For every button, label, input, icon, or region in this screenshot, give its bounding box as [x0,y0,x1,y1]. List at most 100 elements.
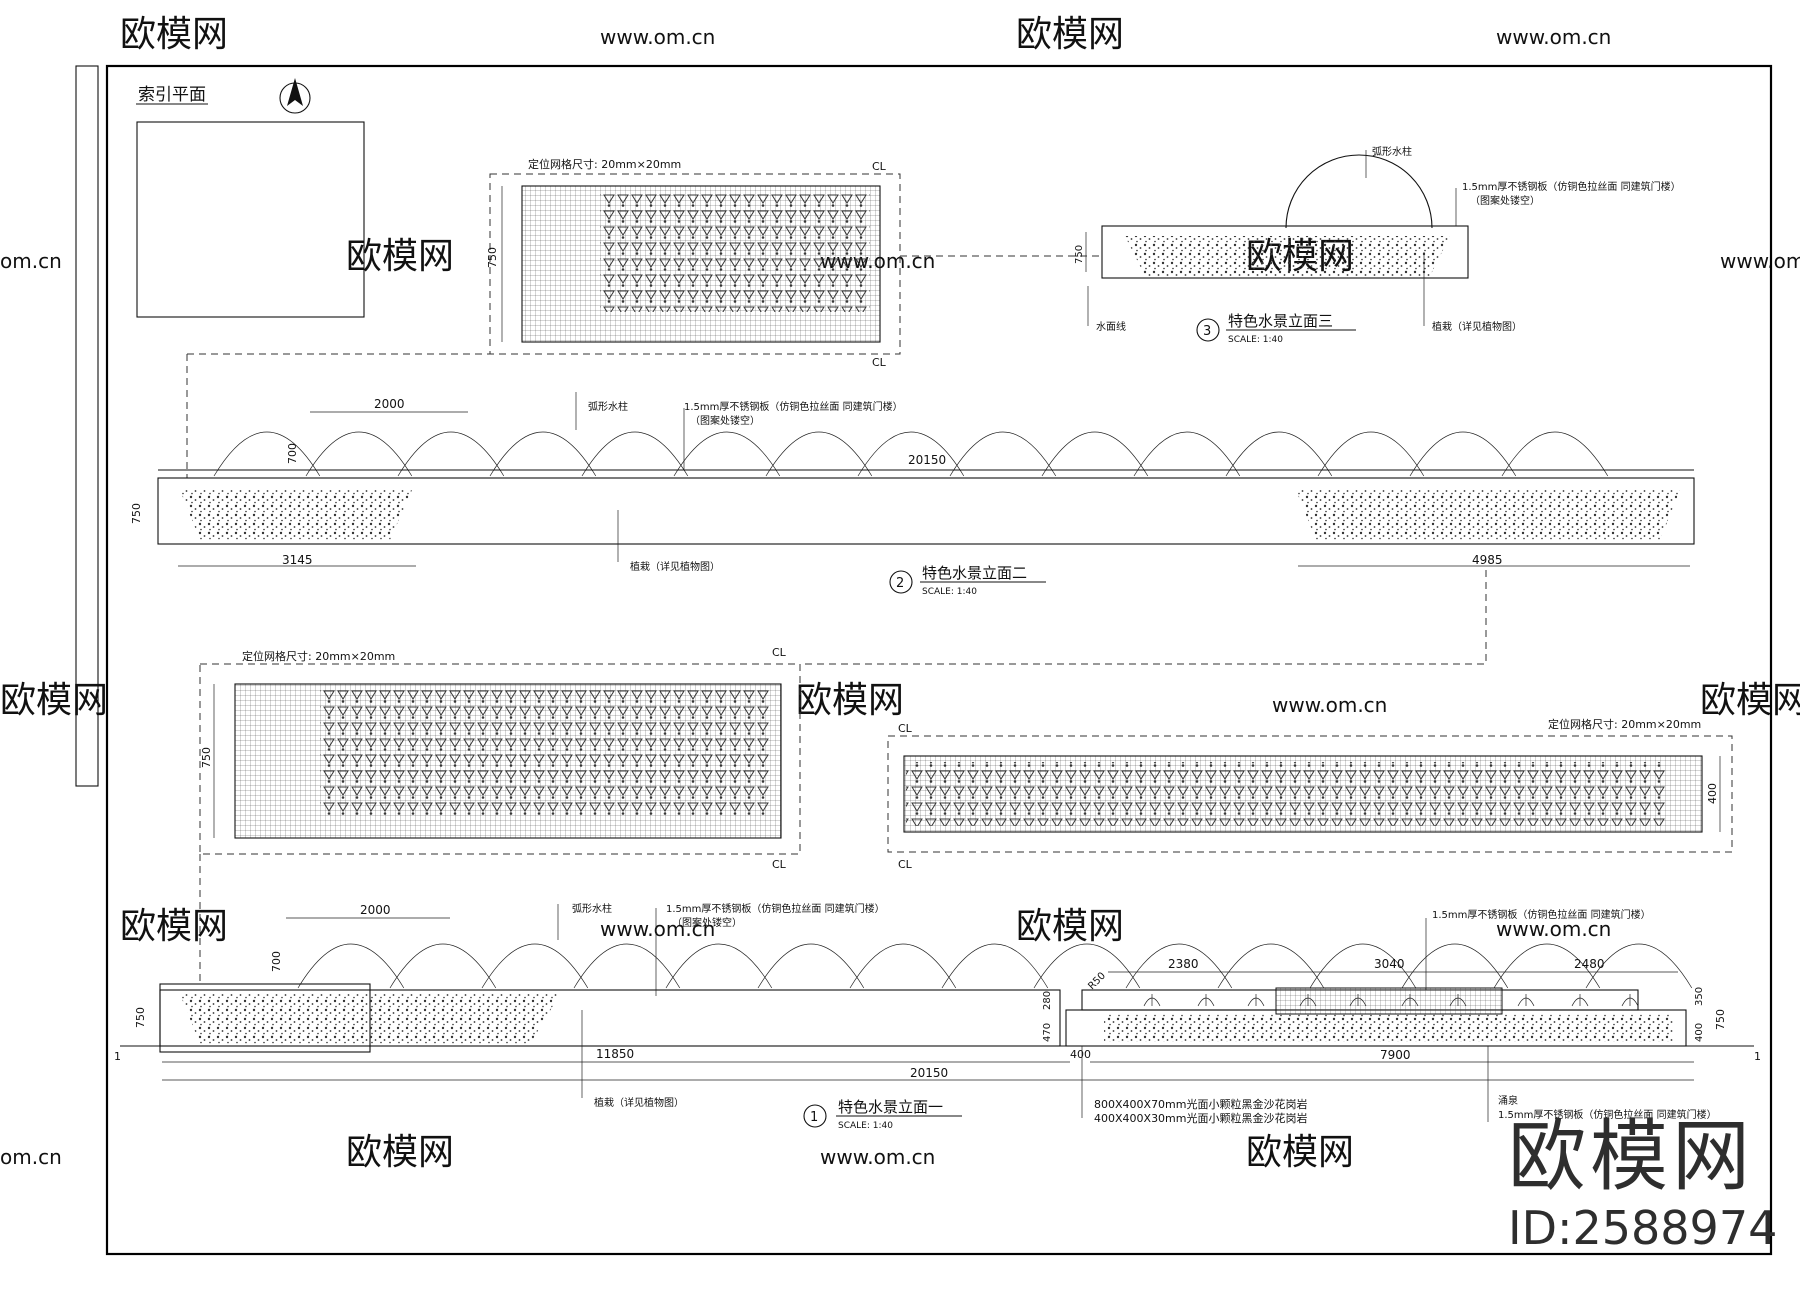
spring-jet [1197,994,1215,1007]
elev1-dim-11850: 11850 [596,1047,634,1061]
elev1-gravel-left [180,994,560,1044]
elev2-basin [157,477,1695,545]
arc-jet-curve [305,431,413,477]
elev1-dim-400: 400 [1070,1048,1091,1061]
elev1-paver-b: 400X400X30mm光面小颗粒黑金沙花岗岩 [1094,1111,1308,1125]
elev2-scale: SCALE: 1:40 [922,587,977,597]
elev1-dim-470: 470 [1042,1023,1053,1042]
elev1-dim-7900: 7900 [1380,1048,1411,1062]
watermark-text: www.om.cn [600,25,715,49]
arc-jet-curve [573,943,681,989]
panel-right-dashed-frame [887,735,1733,853]
watermark-text: 欧模网 [346,236,454,277]
arc-jet-curve [1309,943,1417,989]
link-dash-left-top [186,353,490,478]
elev1-dim-700: 700 [270,951,283,972]
panel-top-dashed-frame [489,173,901,355]
elev3-gravel [1125,236,1450,276]
spring-jet [1299,994,1317,1007]
elev2-panel-note: 1.5mm厚不锈钢板（仿铜色拉丝面 同建筑门楼） [684,400,903,413]
panel-right-dim-400: 400 [1706,783,1719,804]
badge-brand: 欧模网 [1508,1112,1755,1202]
elev2-dim-20150: 20150 [908,453,946,467]
arc-jet-curve [1133,431,1241,477]
panel-mid-pattern [320,690,770,818]
watermark-text: 欧模网 [0,680,108,721]
watermark-text: www.om.cn [1496,917,1611,941]
elev1-springs [1143,994,1639,1007]
watermark-text: www.om.cn [1720,249,1800,273]
title-strip [75,65,99,787]
arc-jet-curve [1409,431,1517,477]
elev3-panel-hollow: （图案处镂空） [1470,194,1540,207]
spring-jet [1401,994,1419,1007]
elev1-dim-20150: 20150 [910,1066,948,1080]
grid-note-right: 定位网格尺寸: 20mm×20mm [1548,717,1701,731]
elev1-panel-note: 1.5mm厚不锈钢板（仿铜色拉丝面 同建筑门楼） [666,902,885,915]
watermark-text: 欧模网 [1246,1132,1354,1173]
watermark-text: 欧模网 [1016,906,1124,947]
north-arrow-icon [279,78,311,114]
elev2-gravel-left [180,490,412,540]
watermark-text: 欧模网 [120,906,228,947]
elev1-arc-jet-label: 弧形水柱 [572,902,612,915]
arc-jet-curve [1401,943,1509,989]
arc-jet-curve [757,943,865,989]
elev3-planting-label: 植栽（详见植物图） [1432,320,1522,333]
elev1-panel-inset [1275,987,1503,1015]
elev1-arc-jets [297,943,1693,989]
arc-jet-curve [1493,943,1601,989]
cl-mark-mid-a: CL [772,646,787,659]
watermark-text: 欧模网 [120,14,228,55]
elev2-arc-jet-label: 弧形水柱 [588,400,628,413]
spring-jet [1143,994,1161,1007]
arc-jet-curve [941,943,1049,989]
panel-top-dim-750: 750 [486,247,499,268]
spring-jet [1449,994,1467,1007]
svg-text:1: 1 [810,1110,818,1125]
elev1-section-mark-right: 1 [1754,1050,1761,1063]
grid-note-mid: 定位网格尺寸: 20mm×20mm [242,649,395,663]
panel-top-pattern [600,192,870,312]
view-number-circle-icon: 2 [889,570,913,594]
badge-id: ID:2588974 [1508,1201,1778,1255]
elev1-dim-750-right: 750 [1714,1009,1727,1030]
arc-jet-curve [849,943,957,989]
arc-jet-curve [665,943,773,989]
elev1-title: 特色水景立面一 [838,1098,943,1116]
elev2-panel-hollow: （图案处镂空） [690,414,760,427]
arc-jet-curve [1317,431,1425,477]
arc-jet-curve [1033,943,1141,989]
arc-jet-curve [1585,943,1693,989]
arc-jet-curve [213,431,321,477]
panel-mid-dim-750: 750 [200,747,213,768]
watermark-text: 欧模网 [346,1132,454,1173]
spring-jet [1247,994,1265,1007]
elev1-section-mark-left: 1 [114,1050,121,1063]
watermark-text: 欧模网 [1016,14,1124,55]
elev3-panel-note: 1.5mm厚不锈钢板（仿铜色拉丝面 同建筑门楼） [1462,180,1681,193]
arc-jet-curve [581,431,689,477]
cl-mark-mid-b: CL [772,858,787,871]
arc-jet-curve [297,943,405,989]
watermark-text: www.om.cn [600,917,715,941]
arc-jet-curve [673,431,781,477]
spring-jet [1349,994,1367,1007]
elev2-planting-label: 植栽（详见植物图） [630,560,720,573]
elev1-planting-label: 植栽（详见植物图） [594,1096,684,1109]
panel-right-pattern [906,762,1666,826]
elev2-arc-jets [213,431,1609,477]
spring-jet [1571,994,1589,1007]
watermark-text: 欧模网 [1700,680,1800,721]
elev3-arc-jet [1285,154,1433,229]
arc-jet-curve [1217,943,1325,989]
spring-jet [1621,994,1639,1007]
watermark-text: www.om.cn [1272,693,1387,717]
elev1-dim-350: 350 [1694,987,1705,1006]
elev2-dim-4985: 4985 [1472,553,1503,567]
drawing-frame [105,64,1773,1256]
elev1-dim-750: 750 [134,1007,147,1028]
grid-note-top: 定位网格尺寸: 20mm×20mm [528,157,681,171]
arc-jet-curve [857,431,965,477]
elev1-panel-hollow: （图案处镂空） [672,916,742,929]
